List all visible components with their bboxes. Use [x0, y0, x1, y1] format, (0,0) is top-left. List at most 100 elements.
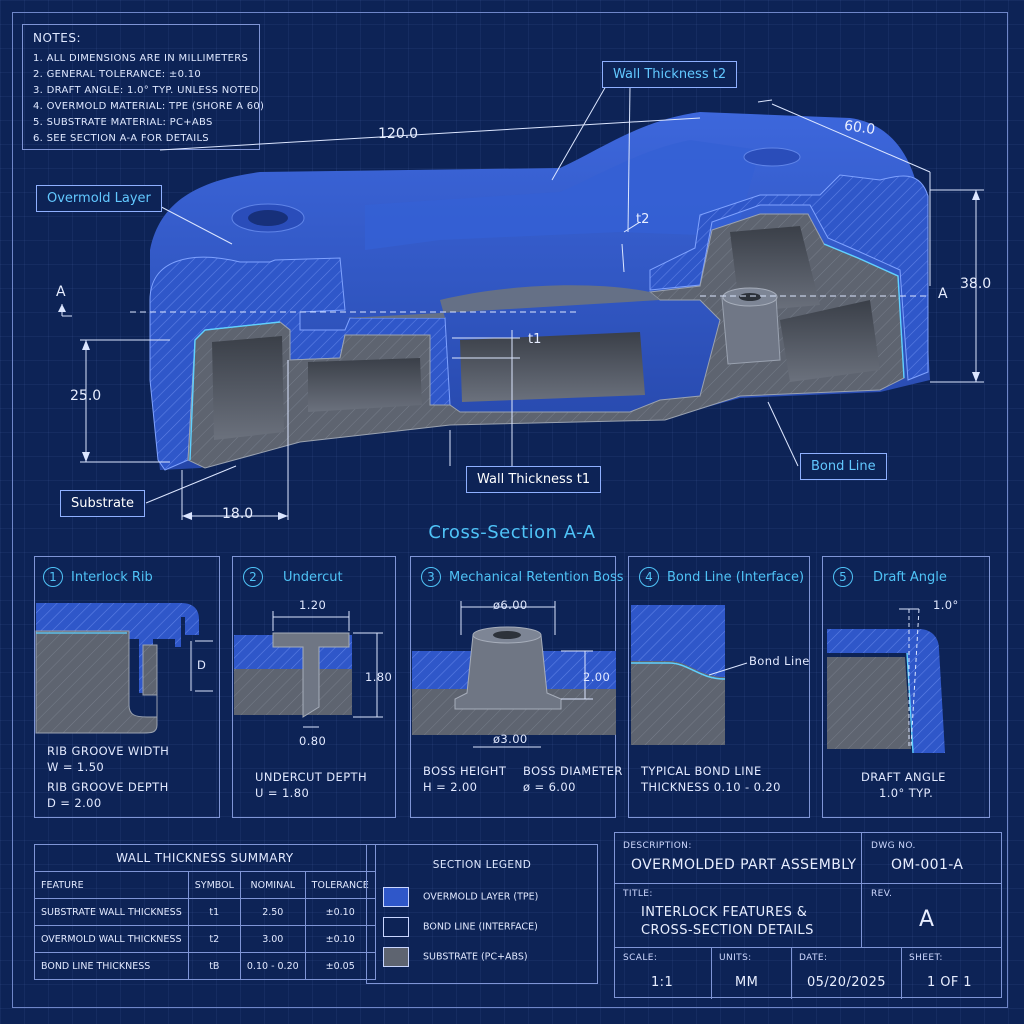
wall-thickness-table: WALL THICKNESS SUMMARY FEATURE SYMBOL NO…: [34, 844, 376, 980]
detail-1-text: W = 1.50: [47, 760, 105, 774]
callout-bond-line: Bond Line: [800, 453, 887, 480]
detail-title: Mechanical Retention Boss: [449, 570, 624, 585]
detail-2-text: UNDERCUT DEPTH: [255, 770, 368, 784]
table-header-row: FEATURE SYMBOL NOMINAL TOLERANCE: [34, 871, 376, 899]
dim-t2: t2: [636, 212, 650, 227]
notes-title: NOTES:: [33, 31, 81, 45]
divider: [615, 883, 1001, 884]
overmold-ridge: [365, 140, 760, 250]
dim-height: 38.0: [960, 276, 992, 292]
substrate-cavity: [212, 336, 284, 440]
detail-3-text: BOSS DIAMETER: [523, 764, 623, 778]
detail-title: Interlock Rib: [71, 570, 153, 585]
detail-4-text: TYPICAL BOND LINE: [641, 764, 762, 778]
units-label: UNITS:: [719, 953, 752, 963]
divider: [711, 947, 712, 999]
detail-number: 3: [421, 567, 441, 587]
table-cell: ±0.10: [304, 925, 376, 953]
table-header: TOLERANCE: [304, 871, 376, 899]
detail-3-dim: ø6.00: [493, 598, 528, 612]
sheet-value: 1 OF 1: [927, 975, 972, 990]
note-line: 1. ALL DIMENSIONS ARE IN MILLIMETERS: [33, 53, 249, 64]
dimension-lines: [61, 85, 984, 520]
detail-3-drawing: [412, 601, 616, 748]
scale-value: 1:1: [651, 975, 674, 990]
title-label: TITLE:: [623, 889, 653, 899]
bond-line: [189, 321, 281, 461]
table-row: BOND LINE THICKNESS tB 0.10 - 0.20 ±0.05: [34, 952, 376, 980]
legend-item: OVERMOLD LAYER (TPE): [383, 887, 538, 907]
section-mark-left: A: [56, 284, 66, 300]
note-line: 4. OVERMOLD MATERIAL: TPE (SHORE A 60): [33, 101, 265, 112]
table-cell: t2: [187, 925, 241, 953]
divider: [901, 947, 902, 999]
detail-5-dim: 1.0°: [933, 598, 959, 612]
title-value-line2: CROSS-SECTION DETAILS: [641, 923, 814, 938]
legend-swatch-substrate: [383, 947, 409, 967]
detail-number: 2: [243, 567, 263, 587]
detail-number: 1: [43, 567, 63, 587]
detail-title: Undercut: [283, 570, 343, 585]
callout-overmold-layer: Overmold Layer: [36, 185, 162, 212]
section-legend: SECTION LEGEND OVERMOLD LAYER (TPE) BOND…: [366, 844, 598, 984]
dim-length: 120.0: [378, 126, 419, 142]
detail-2-heading: 2 Undercut: [243, 567, 405, 587]
substrate-floor: [345, 285, 660, 318]
detail-2-dim: 1.80: [365, 670, 393, 684]
table-cell: OVERMOLD WALL THICKNESS: [34, 925, 189, 953]
table-cell: t1: [187, 898, 241, 926]
detail-5-text: DRAFT ANGLE: [861, 770, 946, 784]
legend-swatch-bond-line: [383, 917, 409, 937]
table-row: SUBSTRATE WALL THICKNESS t1 2.50 ±0.10: [34, 898, 376, 926]
detail-4-dim: Bond Line: [749, 654, 810, 668]
table-cell: 3.00: [239, 925, 306, 953]
note-line: 2. GENERAL TOLERANCE: ±0.10: [33, 69, 202, 80]
detail-3-heading: 3 Mechanical Retention Boss: [421, 567, 625, 587]
overmold-section-right: [649, 174, 929, 381]
detail-1-text: RIB GROOVE DEPTH: [47, 780, 169, 794]
legend-item: SUBSTRATE (PC+ABS): [383, 947, 528, 967]
detail-2-dim: 1.20: [299, 598, 327, 612]
detail-2-drawing: [234, 611, 383, 728]
detail-3-dim: ø3.00: [493, 732, 528, 746]
units-value: MM: [735, 975, 759, 990]
title-value-line1: INTERLOCK FEATURES &: [641, 905, 808, 920]
detail-1-text: D = 2.00: [47, 796, 102, 810]
rev-value: A: [919, 907, 935, 932]
drawing-border: [12, 12, 1008, 1008]
detail-3-text: H = 2.00: [423, 780, 478, 794]
note-line: 5. SUBSTRATE MATERIAL: PC+ABS: [33, 117, 213, 128]
bond-line: [823, 243, 905, 379]
detail-1-drawing: [35, 603, 213, 734]
section-title: Cross-Section A-A: [428, 522, 596, 543]
detail-title: Bond Line (Interface): [667, 570, 805, 585]
detail-3-text: BOSS HEIGHT: [423, 764, 507, 778]
table-cell: ±0.10: [304, 898, 376, 926]
rev-label: REV.: [871, 889, 893, 899]
notes-box: NOTES: 1. ALL DIMENSIONS ARE IN MILLIMET…: [22, 24, 265, 150]
callout-substrate: Substrate: [60, 490, 146, 517]
detail-3-text: ø = 6.00: [523, 780, 576, 794]
detail-2-text: U = 1.80: [255, 786, 310, 800]
table-row: OVERMOLD WALL THICKNESS t2 3.00 ±0.10: [34, 925, 376, 953]
section-mark-right: A: [938, 286, 948, 302]
legend-label: SUBSTRATE (PC+ABS): [423, 951, 528, 963]
date-value: 05/20/2025: [807, 975, 886, 990]
table-header: FEATURE: [34, 871, 189, 899]
overmold-slot: [743, 147, 801, 167]
title-block: DESCRIPTION: OVERMOLDED PART ASSEMBLY DW…: [614, 832, 1002, 999]
detail-1-dim-d: D: [197, 658, 207, 672]
substrate-cavity: [780, 300, 880, 382]
detail-4-text: THICKNESS 0.10 - 0.20: [641, 780, 781, 794]
dwg-no-label: DWG NO.: [871, 841, 916, 851]
note-line: 3. DRAFT ANGLE: 1.0° TYP. UNLESS NOTED: [33, 85, 259, 96]
detail-title: Draft Angle: [873, 570, 947, 585]
table-cell: 2.50: [239, 898, 306, 926]
sheet-label: SHEET:: [909, 953, 943, 963]
dim-rib-pitch: 18.0: [222, 506, 254, 522]
